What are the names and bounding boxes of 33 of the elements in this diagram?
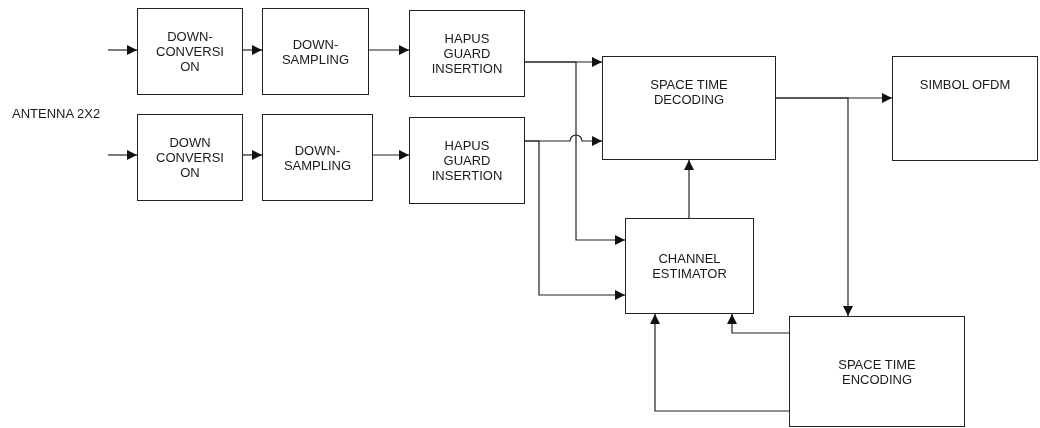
arrow [242,150,263,160]
arrow [372,150,410,160]
arrow [727,313,790,334]
process-box [262,114,373,201]
arrow [650,313,790,412]
box-label: DOWN-CONVERSI ON [156,29,224,74]
arrow [242,45,263,55]
box-label: CHANNEL ESTIMATOR [651,251,728,281]
box-label: HAPUS GUARD INSERTION [431,31,503,76]
process-box [137,8,243,95]
arrow [524,61,626,245]
process-box [409,117,525,204]
process-box [892,56,1038,161]
arrow [684,159,694,219]
arrow [368,45,410,55]
arrow [107,45,138,55]
process-box [602,56,776,160]
text-label: ANTENNA 2X2 [12,106,101,121]
box-label: DOWN-SAMPLING [283,142,352,173]
box-label: SPACE TIME ENCODING [837,356,917,387]
box-label: HAPUS GUARD INSERTION [431,138,503,183]
process-box [262,8,369,95]
arrow [107,150,138,160]
process-box [625,218,754,314]
process-box [409,10,525,97]
arrow [775,97,853,317]
box-label: DOWN CONVERSI ON [156,135,224,180]
process-box [789,316,965,427]
box-label: DOWN-SAMPLING [281,36,350,67]
box-label: SIMBOL OFDM [918,77,1012,92]
process-box [137,114,243,201]
arrow [524,140,626,300]
box-label: SPACE TIME DECODING [649,77,729,107]
